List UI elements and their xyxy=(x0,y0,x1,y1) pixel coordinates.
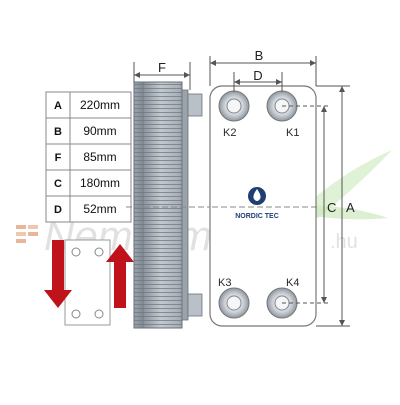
dimension-b: B xyxy=(209,48,317,86)
connector-nozzle xyxy=(187,293,203,317)
table-value-b: 90mm xyxy=(83,124,116,138)
schematic-port-icon xyxy=(94,247,104,257)
table-key-b: B xyxy=(54,126,62,138)
plate-stack-side-view xyxy=(133,81,203,329)
dimension-a-label: A xyxy=(346,200,355,215)
flow-up-arrow-icon xyxy=(106,244,134,308)
nordic-tec-logo: NORDIC TEC xyxy=(235,187,279,220)
dimension-f-label: F xyxy=(158,60,166,75)
table-value-a: 220mm xyxy=(80,98,120,112)
leaf-accent-2 xyxy=(300,205,388,220)
schematic-port-icon xyxy=(94,309,104,319)
connector-nozzle xyxy=(187,93,203,117)
dimension-c-label: C xyxy=(327,200,336,215)
port-k2-label: K2 xyxy=(223,127,236,139)
plate-front-view: K2 K1 K3 K4 NORDIC TEC xyxy=(209,85,318,327)
dimensions-table: A 220mm B 90mm F 85mm C 180mm D 52mm xyxy=(45,91,132,223)
table-value-d: 52mm xyxy=(83,202,116,216)
dimension-b-label: B xyxy=(255,48,264,63)
table-key-d: D xyxy=(54,204,62,216)
leaf-accent xyxy=(300,150,392,218)
dimension-a: A xyxy=(316,85,355,327)
table-value-f: 85mm xyxy=(83,150,116,164)
table-value-c: 180mm xyxy=(80,176,120,190)
watermark-suffix: .hu xyxy=(330,231,358,253)
dimension-f: F xyxy=(133,60,191,90)
port-k4-label: K4 xyxy=(286,277,299,289)
flow-down-arrow-icon xyxy=(44,240,72,308)
flow-schematic xyxy=(44,239,134,326)
dimension-c: C xyxy=(282,105,336,304)
port-k3-label: K3 xyxy=(218,277,231,289)
dimension-d: D xyxy=(233,68,283,92)
port-k1-label: K1 xyxy=(286,127,299,139)
schematic-port-icon xyxy=(71,247,81,257)
table-key-c: C xyxy=(54,178,62,190)
logo-text: NORDIC TEC xyxy=(235,213,279,220)
dimension-d-label: D xyxy=(253,68,262,83)
table-key-a: A xyxy=(54,100,62,112)
table-key-f: F xyxy=(55,152,62,164)
schematic-port-icon xyxy=(71,309,81,319)
